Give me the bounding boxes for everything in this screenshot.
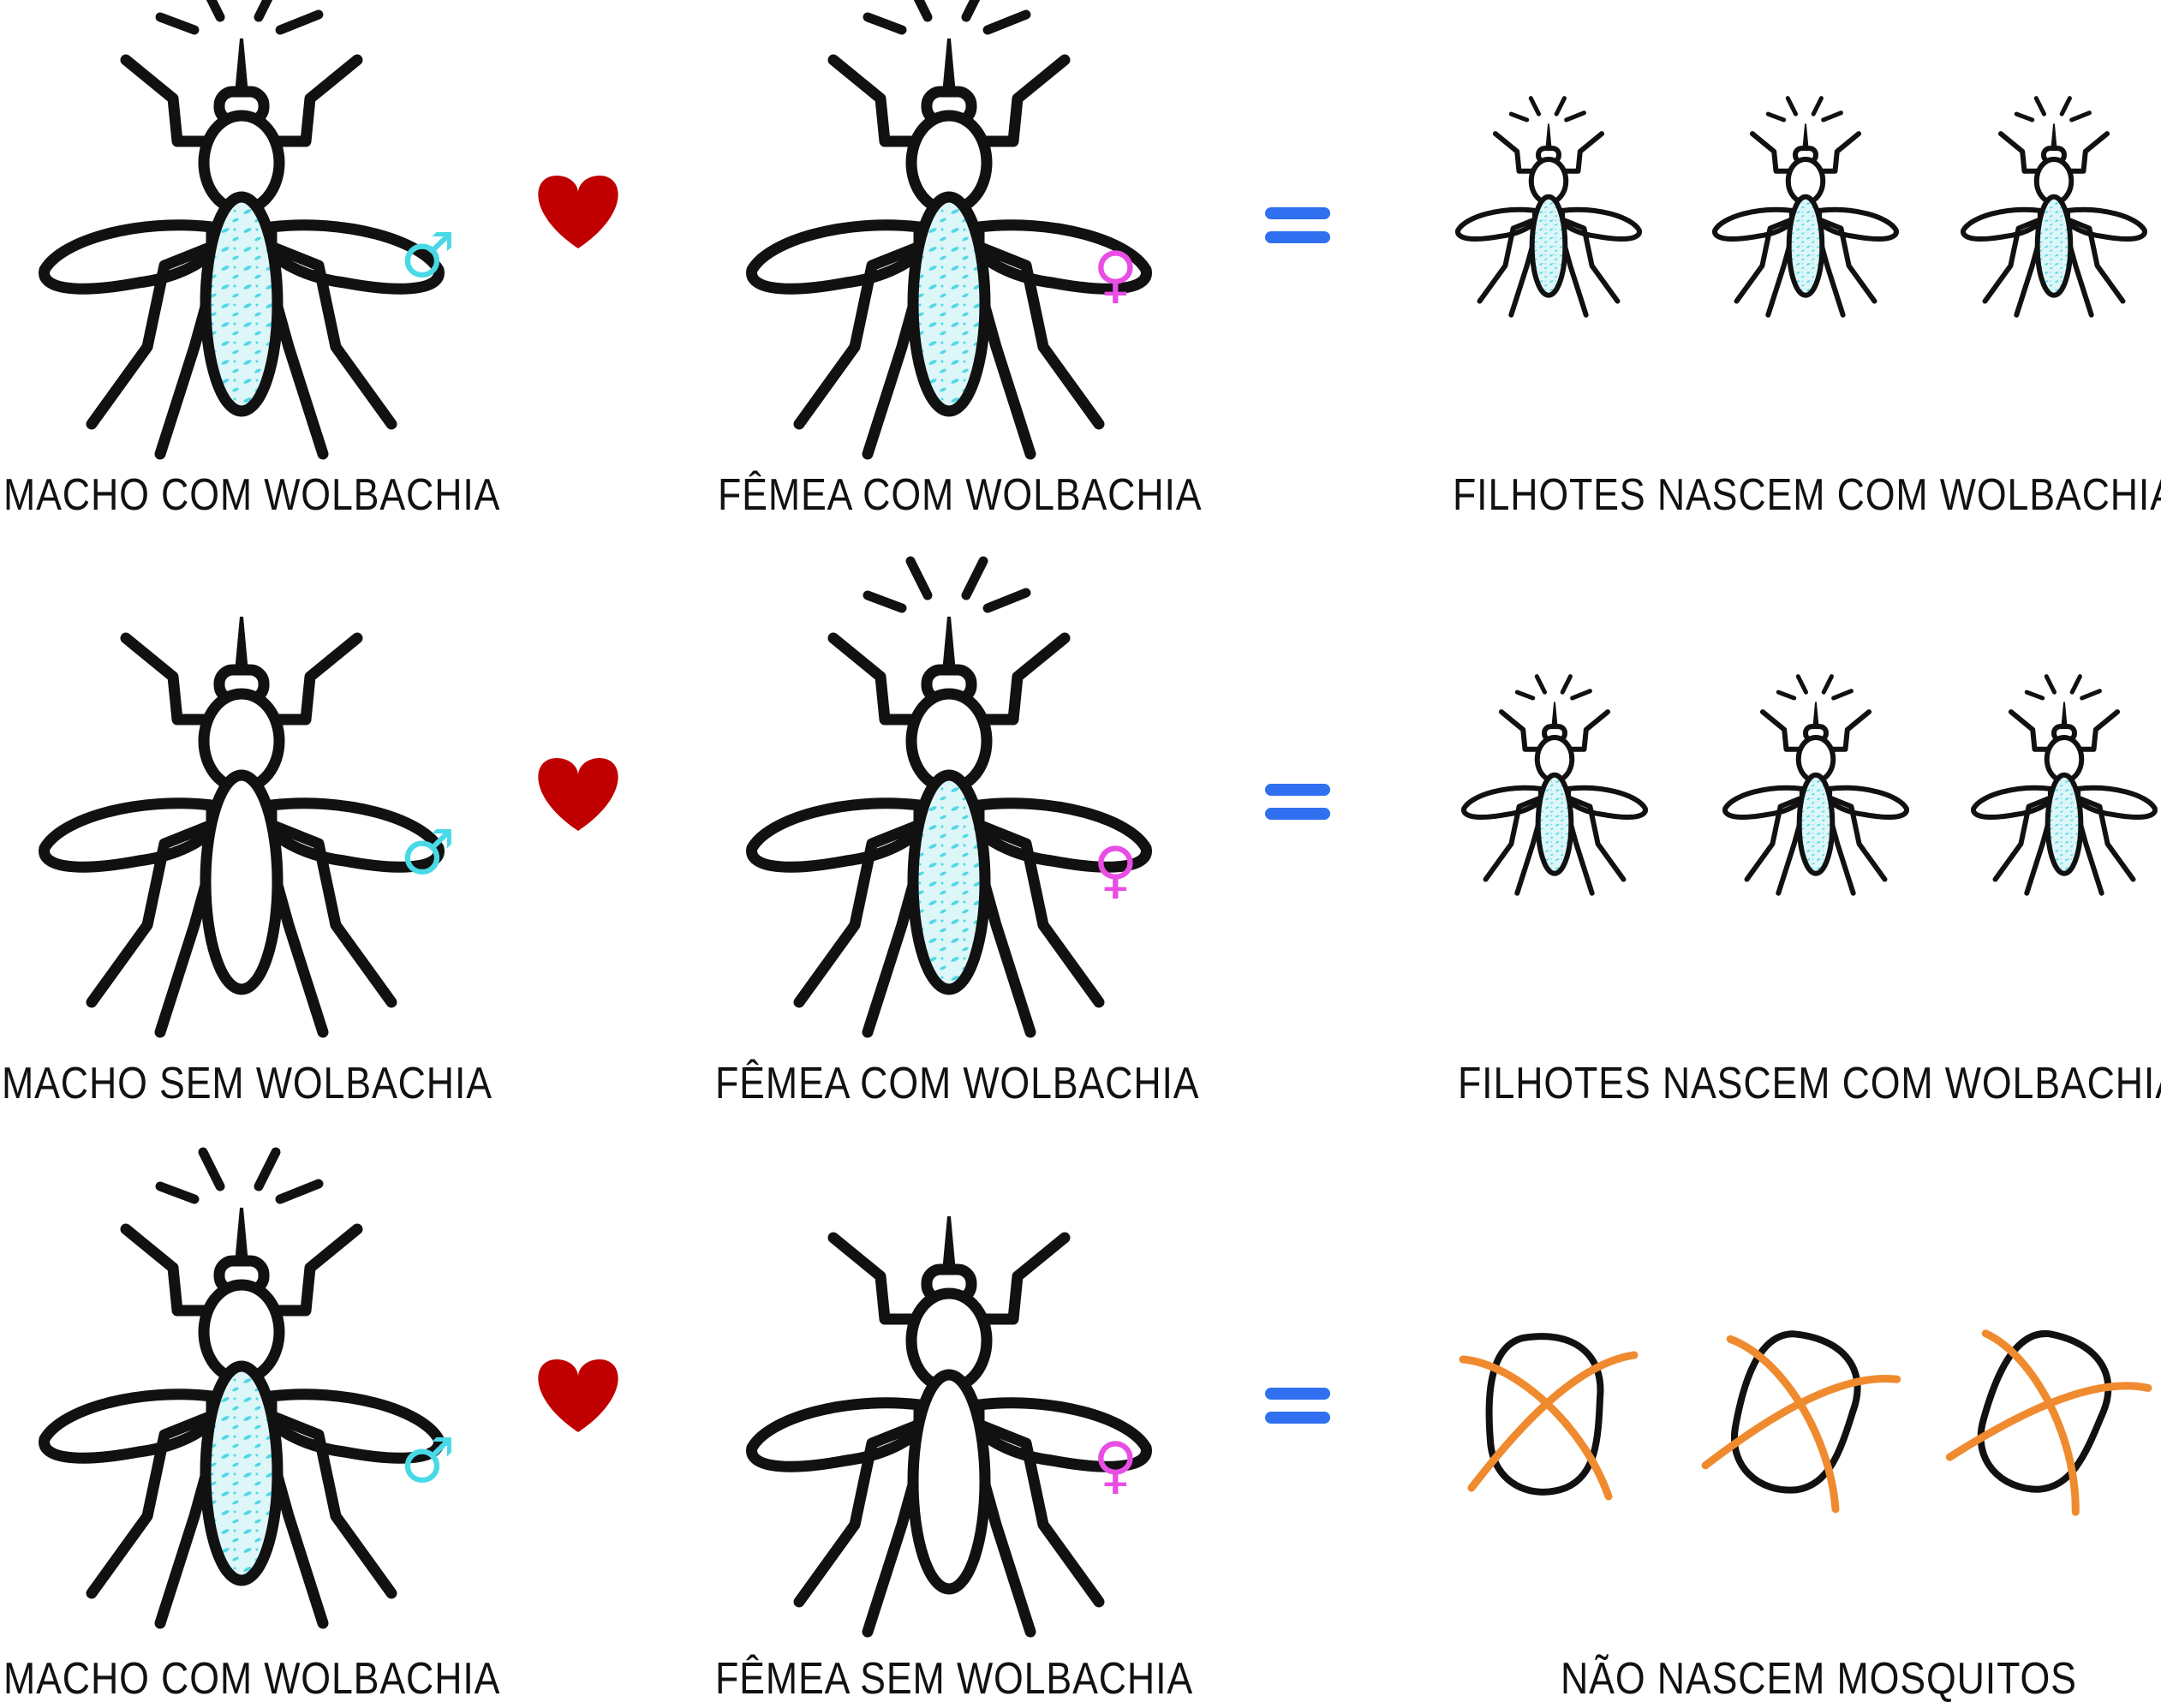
crossed-eggs-group (1463, 1311, 2154, 1520)
heart-icon (538, 1359, 618, 1432)
offspring-group (1464, 677, 2155, 893)
female-symbol-icon: ♀ (1093, 238, 1138, 310)
male-mosquito-without-wolbachia-icon: ♂ (45, 617, 456, 1032)
offspring-mosquito-icon (1725, 677, 1907, 893)
row-1: ♂ ♀ (45, 0, 2145, 454)
row-3: ♂ ♀ (45, 1152, 2155, 1632)
male-label-row-2: MACHO SEM WOLBACHIA (2, 1059, 492, 1108)
female-mosquito-with-wolbachia-icon: ♀ (752, 561, 1147, 1032)
offspring-mosquito-icon (1963, 99, 2145, 315)
male-symbol-icon: ♂ (400, 816, 456, 888)
crossed-egg-icon (1695, 1317, 1902, 1515)
equals-icon (1265, 207, 1330, 243)
female-label-row-1: FÊMEA COM WOLBACHIA (718, 470, 1203, 520)
crossed-egg-icon (1939, 1311, 2155, 1520)
female-label-row-3: FÊMEA SEM WOLBACHIA (715, 1654, 1194, 1704)
offspring-mosquito-icon (1458, 99, 1639, 315)
heart-icon (538, 176, 618, 248)
offspring-mosquito-icon (1464, 677, 1645, 893)
offspring-mosquito-icon (1715, 99, 1896, 315)
result-label-row-2: FILHOTES NASCEM COM WOLBACHIA (1458, 1059, 2161, 1108)
equals-icon (1265, 784, 1330, 820)
male-symbol-icon: ♂ (400, 1424, 456, 1496)
result-label-row-1: FILHOTES NASCEM COM WOLBACHIA (1453, 470, 2161, 520)
male-label-row-1: MACHO COM WOLBACHIA (3, 470, 501, 520)
crossed-egg-icon (1463, 1336, 1634, 1496)
female-symbol-icon: ♀ (1093, 1429, 1138, 1501)
male-symbol-icon: ♂ (400, 219, 456, 291)
male-label-row-3: MACHO COM WOLBACHIA (3, 1654, 501, 1704)
female-symbol-icon: ♀ (1093, 833, 1138, 905)
row-2: ♂ ♀ (45, 561, 2155, 1032)
heart-icon (538, 758, 618, 831)
male-mosquito-with-wolbachia-icon: ♂ (45, 0, 456, 454)
male-mosquito-with-wolbachia-icon: ♂ (45, 1152, 456, 1623)
female-label-row-2: FÊMEA COM WOLBACHIA (715, 1059, 1200, 1108)
offspring-mosquito-icon (1973, 677, 2155, 893)
female-mosquito-with-wolbachia-icon: ♀ (752, 0, 1147, 454)
equals-icon (1265, 1388, 1330, 1424)
female-mosquito-without-wolbachia-icon: ♀ (752, 1216, 1147, 1632)
offspring-group (1458, 99, 2145, 315)
result-label-row-3: NÃO NASCEM MOSQUITOS (1561, 1654, 2077, 1704)
